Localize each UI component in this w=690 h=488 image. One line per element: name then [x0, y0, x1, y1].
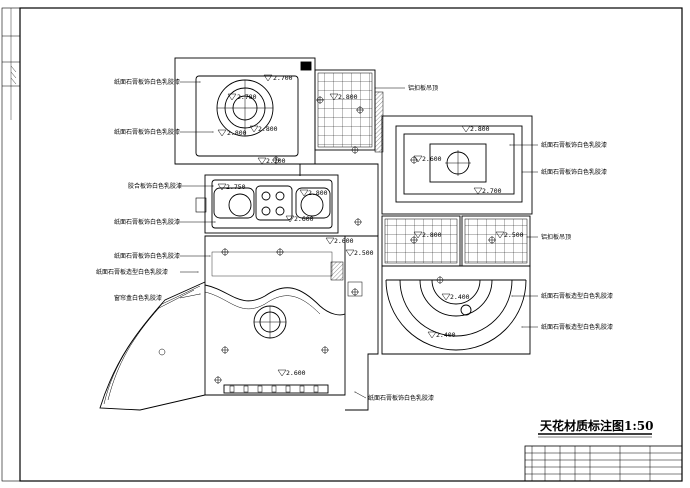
elevation-marker: 2.700	[257, 157, 286, 165]
room-right-upper	[381, 115, 533, 215]
material-label: 铝扣板吊顶	[541, 233, 571, 241]
elevation-text: 2.700	[273, 74, 293, 82]
title-block-table	[524, 445, 683, 482]
material-label: 纸面石膏板饰白色乳胶漆	[368, 394, 434, 402]
material-label: 纸面石膏板饰白色乳胶漆	[114, 252, 180, 260]
material-label: 胶合板饰白色乳胶漆	[128, 182, 182, 190]
elevation-text: 2.600	[422, 155, 442, 163]
elevation-marker: 2.800	[217, 129, 247, 137]
elevation-marker: 2.500	[495, 231, 524, 239]
room-living	[204, 235, 346, 396]
elevation-marker: 2.600	[325, 237, 354, 245]
elevation-text: 2.700	[266, 157, 286, 165]
elevation-marker: 2.700	[473, 187, 502, 195]
material-label: 纸面石膏板饰白色乳胶漆	[541, 168, 607, 176]
material-label: 纸面石膏板造型白色乳胶漆	[541, 292, 613, 300]
elevation-marker: 2.600	[285, 215, 314, 223]
bay-window	[99, 281, 206, 411]
material-label: 纸面石膏板饰白色乳胶漆	[114, 128, 180, 136]
elevation-text: 2.600	[294, 215, 314, 223]
elevation-marker: 2.800	[461, 125, 490, 133]
elevation-text: 2.800	[258, 125, 278, 133]
elevation-marker: 2.500	[345, 249, 374, 257]
leader-lines	[178, 81, 538, 399]
elevation-text: 2.600	[286, 369, 306, 377]
elevation-marker: 2.800	[413, 231, 442, 239]
elevation-text: 2.600	[334, 237, 354, 245]
ceiling-lights	[214, 96, 496, 384]
corridor-top	[175, 163, 379, 236]
material-labels: 纸面石膏板饰白色乳胶漆 纸面石膏板饰白色乳胶漆 铝扣板吊顶 纸面石膏板饰白色乳胶…	[96, 78, 613, 402]
material-label: 铝扣板吊顶	[408, 84, 438, 92]
elevation-markers: 2.700 2.780 2.800 2.800 2.700 2.800 2.75…	[217, 74, 524, 377]
elevation-marker: 2.700	[263, 74, 293, 82]
elevation-text: 2.800	[338, 93, 358, 101]
elevation-text: 2.800	[470, 125, 490, 133]
material-label: 纸面石膏板饰白色乳胶漆	[114, 78, 180, 86]
elevation-marker: 2.800	[299, 189, 328, 197]
elevation-marker: 2.400	[427, 331, 456, 339]
elevation-marker: 2.800	[329, 93, 358, 101]
elevation-text: 2.400	[436, 331, 456, 339]
elevation-marker: 2.600	[277, 369, 306, 377]
room-bottom-right-round	[381, 265, 531, 355]
elevation-text: 2.800	[422, 231, 442, 239]
elevation-text: 2.800	[308, 189, 328, 197]
elevation-marker: 2.400	[441, 293, 470, 301]
drawing-title: 天花材质标注图1:50	[540, 418, 653, 433]
material-label: 纸面石膏板造型白色乳胶漆	[541, 323, 613, 331]
material-label: 纸面石膏板饰白色乳胶漆	[114, 218, 180, 226]
elevation-text: 2.400	[450, 293, 470, 301]
drawing-title-block: 天花材质标注图1:50	[538, 418, 653, 438]
sheet-frame	[1, 7, 683, 482]
elevation-marker: 2.800	[249, 125, 278, 133]
material-label: 窗帘盒白色乳胶漆	[114, 294, 162, 302]
elevation-text: 2.500	[354, 249, 374, 257]
room-lower-corridor	[345, 235, 379, 411]
room-right-middle-tiled	[381, 215, 531, 267]
elevation-marker: 2.750	[217, 183, 246, 191]
elevation-marker: 2.780	[227, 93, 257, 101]
material-label: 纸面石膏板造型白色乳胶漆	[96, 268, 168, 276]
elevation-text: 2.500	[504, 231, 524, 239]
elevation-text: 2.780	[237, 93, 257, 101]
room-middle-dining	[195, 174, 339, 234]
material-label: 纸面石膏板饰白色乳胶漆	[541, 141, 607, 149]
elevation-text: 2.750	[226, 183, 246, 191]
elevation-text: 2.700	[482, 187, 502, 195]
room-top-middle-tiled	[300, 61, 384, 153]
floor-plan	[99, 57, 533, 411]
elevation-marker: 2.600	[413, 155, 442, 163]
room-top-left	[174, 57, 316, 165]
elevation-text: 2.800	[227, 129, 247, 137]
